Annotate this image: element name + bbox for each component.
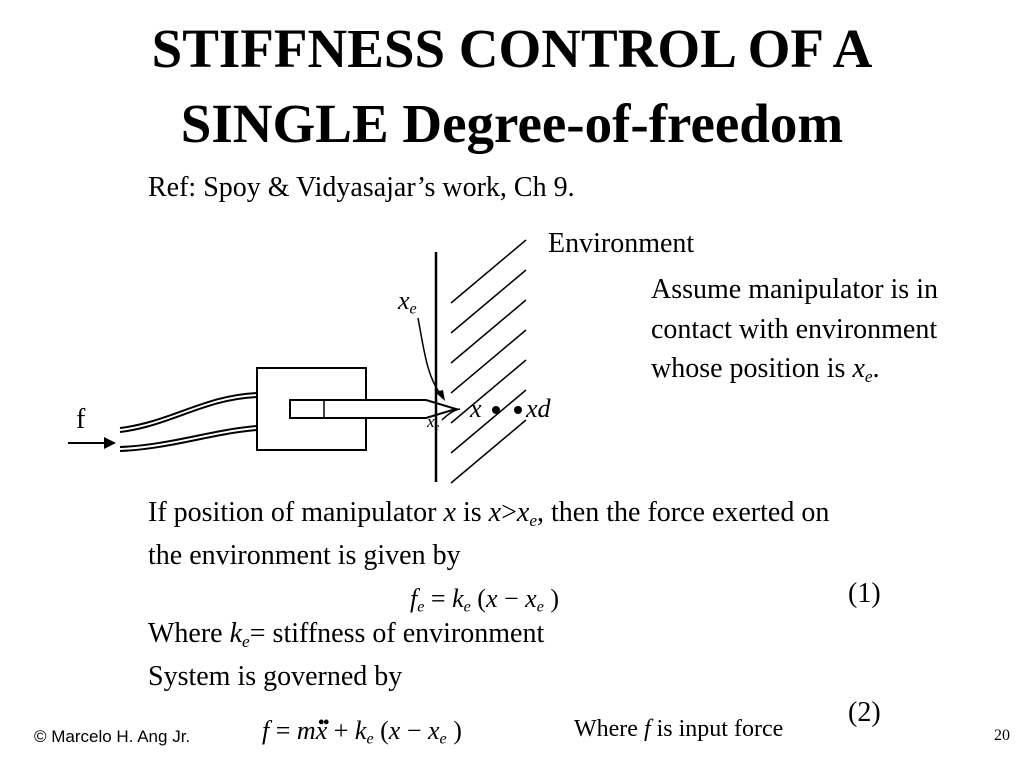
manipulator-body <box>256 367 367 451</box>
manipulator-probe <box>366 399 460 419</box>
governed-text: System is governed by <box>148 661 403 692</box>
slide-title-line-2: SINGLE Degree-of-freedom <box>180 93 844 154</box>
environment-label: Environment <box>548 228 695 259</box>
equation-2-number: (2) <box>848 697 881 728</box>
reference-text: Ref: Spoy & Vidyasajar’s work, Ch 9. <box>148 172 575 203</box>
cable-upper <box>119 392 258 429</box>
page-number: 20 <box>994 727 1010 744</box>
assumption-line-2: contact with environment <box>651 314 938 345</box>
input-force-note: Where f is input force <box>574 716 784 742</box>
contact-dot-1 <box>492 406 500 414</box>
xe-label-top: xe <box>398 286 417 318</box>
assumption-line-3: whose position is xe. <box>651 353 880 386</box>
xe-label-small: xe <box>427 412 440 433</box>
environment-hatching <box>450 239 527 484</box>
xd-position-label: xd <box>526 394 551 423</box>
assumption-line-1: Assume manipulator is in <box>651 274 938 305</box>
x-position-label: x <box>470 394 482 423</box>
footer-author: © Marcelo H. Ang Jr. <box>34 727 191 746</box>
equation-2: f = m••x + ke (x − xe ) <box>262 712 462 747</box>
equation-1: fe = ke (x − xe ) <box>410 584 560 616</box>
condition-line: If position of manipulator x is x>xe, th… <box>148 497 830 530</box>
equation-1-number: (1) <box>848 578 881 609</box>
slide-title-line-1: STIFFNESS CONTROL OF A <box>151 18 873 79</box>
contact-dot-2 <box>514 406 522 414</box>
stiffness-definition: Where ke= stiffness of environment <box>148 618 545 651</box>
condition-line-2: the environment is given by <box>148 540 461 571</box>
cable-lower <box>119 425 258 448</box>
double-dot-accent: •• <box>317 712 330 734</box>
force-label: f <box>76 404 86 435</box>
xe-pointer <box>417 317 443 397</box>
